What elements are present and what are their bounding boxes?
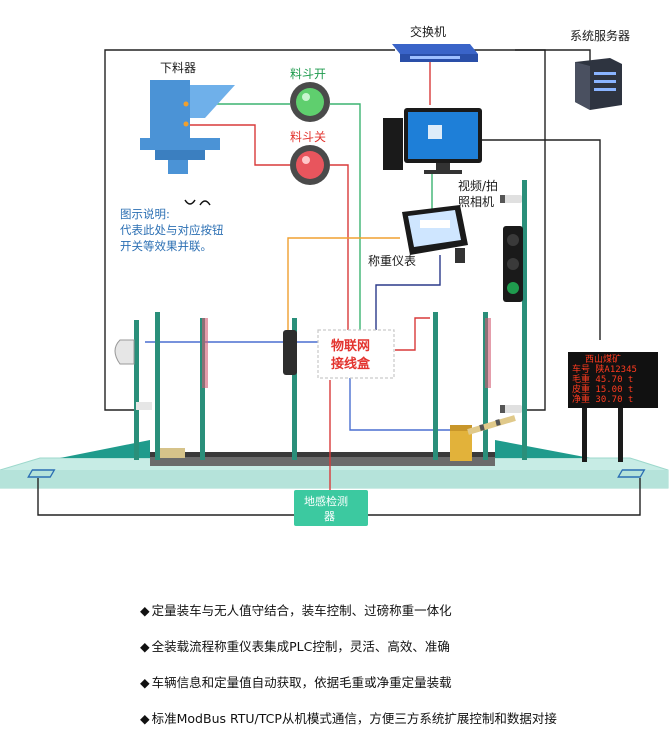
server-tower: 系统服务器 (570, 28, 630, 110)
feeder-label: 下料器 (160, 61, 196, 75)
scale-blue-wire (375, 255, 441, 330)
led-row: 毛重 45.70 t (572, 373, 633, 385)
right-red-wire (395, 317, 430, 351)
legend-note: 图示说明: 代表此处与对应按钮 开关等效果并联。 (120, 199, 224, 253)
traffic-light (503, 226, 523, 302)
camera-icon (136, 402, 152, 410)
ground-sensor-label-2: 器 (324, 510, 335, 523)
computer (383, 108, 482, 174)
switch-label: 交换机 (410, 24, 446, 39)
feeder-red-wire (190, 124, 290, 166)
bullet-icon: ◆ (140, 675, 150, 690)
camera-pole: 视频/拍 照相机 (458, 178, 527, 460)
feature-item: ◆全装载流程称重仪表集成PLC控制，灵活、高效、准确 (140, 639, 450, 654)
led-row: 净重 30.70 t (572, 393, 633, 405)
led-display: 西山煤矿 车号 陕A12345 毛重 45.70 t 皮重 15.00 t 净重… (568, 352, 658, 462)
hopper-close-button: 料斗关 (290, 130, 330, 185)
feature-item: ◆标准ModBus RTU/TCP从机模式通信，方便三方系统扩展控制和数据对接 (140, 711, 557, 726)
legend-line-1: 图示说明: (120, 207, 170, 221)
feature-item: ◆定量装车与无人值守结合，装车控制、过磅称重一体化 (140, 603, 452, 618)
camera-label-2: 照相机 (458, 195, 494, 209)
barrier-blue-wire (349, 378, 450, 431)
ground-sensor: 地感检测 器 (294, 490, 368, 526)
hopper-open-label: 料斗开 (290, 67, 326, 81)
parallel-symbol-icon (184, 199, 196, 205)
iot-box-label-1: 物联网 (331, 338, 370, 354)
bullet-icon: ◆ (140, 711, 150, 726)
ground-sensor-label-1: 地感检测 (304, 494, 348, 508)
network-switch: 交换机 (392, 24, 478, 62)
hopper-close-label: 料斗关 (290, 130, 326, 144)
hopper-open-button: 料斗开 (290, 67, 330, 122)
camera-icon (500, 195, 522, 203)
scale-indicator-label: 称重仪表 (368, 254, 416, 268)
radar-icon (114, 339, 135, 365)
weighing-indicator: 称重仪表 (368, 205, 468, 268)
server-label: 系统服务器 (570, 28, 630, 43)
orange-wire (287, 237, 400, 330)
card-reader-icon (283, 330, 297, 375)
box-green-wire (330, 103, 361, 330)
camera-label-1: 视频/拍 (458, 178, 498, 193)
network-wire (104, 49, 395, 411)
led-row: 皮重 15.00 t (572, 383, 633, 395)
server-wire (480, 139, 601, 340)
weighbridge-platform (0, 440, 669, 489)
network-wire (545, 49, 591, 62)
led-row: 西山煤矿 (585, 353, 621, 365)
legend-line-3: 开关等效果并联。 (120, 239, 212, 253)
iot-junction-box: 物联网 接线盒 (317, 329, 395, 379)
bullet-icon: ◆ (140, 603, 150, 618)
box-red-wire (330, 164, 349, 330)
camera-icon (500, 405, 522, 413)
windows-logo-icon (428, 125, 442, 139)
led-row: 车号 陕A12345 (572, 363, 637, 375)
iot-box-label-2: 接线盒 (331, 356, 371, 372)
feature-item: ◆车辆信息和定量值自动获取，依据毛重或净重定量装载 (140, 675, 452, 690)
system-diagram: 交换机 系统服务器 下料器 料斗开 (0, 24, 669, 526)
detection-posts (114, 312, 491, 460)
barrier-gate (450, 415, 516, 461)
legend-line-2: 代表此处与对应按钮 (120, 223, 224, 237)
feeder-hopper: 下料器 (140, 61, 235, 174)
network-wire (470, 49, 546, 411)
bullet-icon: ◆ (140, 639, 150, 654)
